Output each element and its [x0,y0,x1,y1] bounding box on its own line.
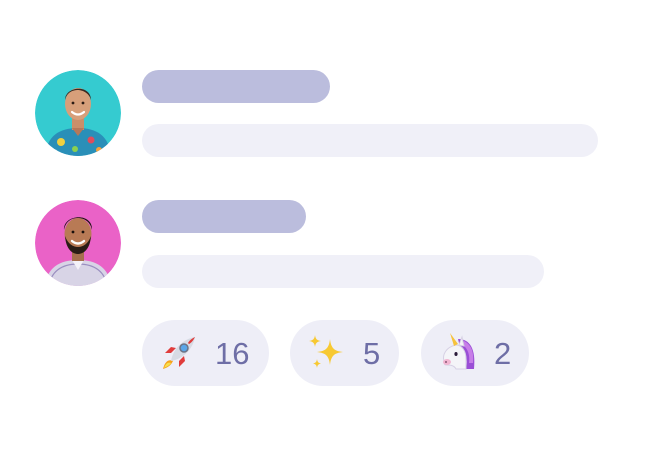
reaction-count: 2 [494,335,512,371]
message-text-placeholder [142,124,598,157]
reaction-sparkles-button[interactable]: 5 [290,320,399,386]
avatar[interactable] [35,70,121,156]
message-text-placeholder [142,255,544,288]
reaction-count: 16 [215,335,250,371]
person-photo-icon [35,200,121,286]
rocket-icon [163,337,195,369]
person-photo-icon [35,70,121,156]
sparkles-icon [309,335,343,368]
unicorn-icon [443,333,475,370]
reaction-count: 5 [363,335,381,371]
reaction-rocket-button[interactable]: 16 [142,320,269,386]
author-name-placeholder [142,70,330,103]
reaction-unicorn-button[interactable]: 2 [421,320,529,386]
author-name-placeholder [142,200,306,233]
avatar[interactable] [35,200,121,286]
